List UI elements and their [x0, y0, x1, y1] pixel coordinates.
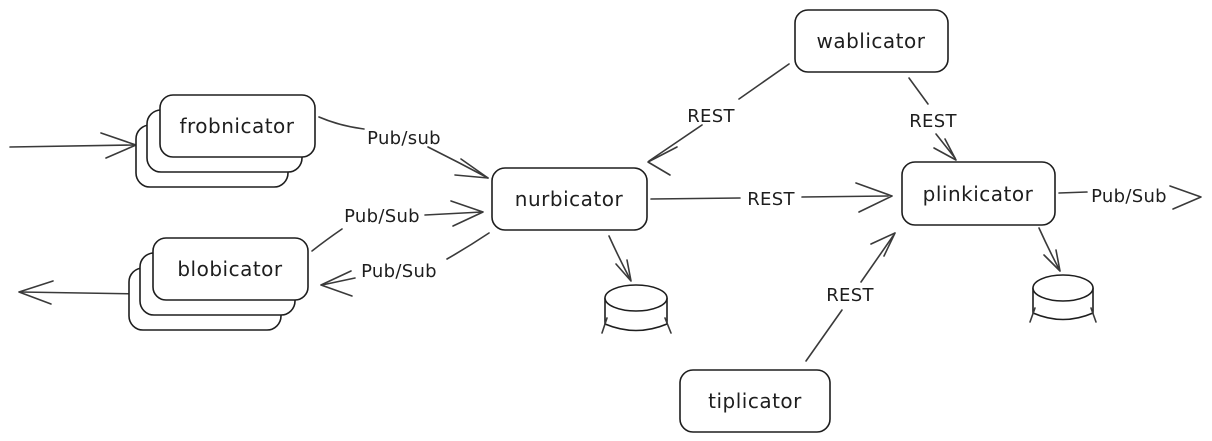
edge-label-rest: REST [687, 106, 735, 127]
arrowhead-icon [1043, 249, 1061, 272]
edge-line [801, 195, 889, 198]
edge-line [648, 124, 703, 162]
edge-label-rest: REST [826, 285, 874, 306]
sketch-ticks [1029, 307, 1097, 323]
node-blobicator: blobicator [128, 237, 309, 331]
node-label: tiplicator [708, 389, 802, 413]
node-label: blobicator [177, 257, 283, 281]
edge-wablicator-to-nurbicator: REST [647, 63, 790, 176]
edge-label-pubsub: Pub/Sub [361, 261, 437, 282]
node-label: wablicator [817, 29, 926, 53]
cylinder-top [1032, 274, 1094, 302]
edge-line [650, 197, 741, 200]
cylinder-top [604, 284, 668, 312]
edge-label-pubsub: Pub/Sub [1091, 186, 1167, 207]
edge-frobnicator-to-nurbicator: Pub/sub [318, 116, 489, 179]
edge-plinkicator-outflow: Pub/Sub [1058, 185, 1202, 210]
edge-wablicator-to-plinkicator: REST [908, 77, 957, 161]
edge-nurbicator-to-plinkicator: REST [650, 182, 893, 213]
arrowhead-icon [933, 138, 957, 161]
edge-nurbicator-to-database [608, 235, 632, 282]
edge-line [738, 63, 790, 100]
arrowhead-right-icon [1169, 185, 1202, 210]
node-box [901, 161, 1056, 226]
arrowhead-icon [450, 200, 484, 227]
edge-line [19, 291, 144, 295]
edge-blobicator-outflow [18, 280, 144, 305]
node-box [679, 369, 831, 433]
arrowhead-icon [870, 232, 896, 257]
edge-line [935, 133, 956, 159]
node-wablicator: wablicator [794, 9, 949, 73]
arrowhead-icon [320, 270, 353, 297]
sketch-ticks [601, 317, 672, 334]
node-box [491, 167, 648, 231]
node-label: nurbicator [515, 187, 624, 211]
edge-line [860, 235, 894, 283]
node-box [152, 237, 309, 301]
edge-label-pubsub: Pub/sub [367, 128, 441, 149]
edge-plinkicator-to-database [1038, 227, 1061, 272]
edge-line [805, 309, 843, 362]
node-nurbicator: nurbicator [491, 167, 648, 231]
edge-nurbicator-to-blobicator: Pub/Sub [320, 232, 490, 297]
edge-line [1058, 191, 1088, 194]
node-label: frobnicator [179, 114, 294, 138]
edge-line [311, 228, 343, 252]
arrowhead-icon [647, 146, 678, 176]
edge-line [321, 277, 356, 286]
edge-label-rest: REST [909, 111, 957, 132]
arrowhead-icon [615, 259, 632, 282]
edge-line [9, 144, 136, 148]
node-plinkicator: plinkicator [901, 161, 1056, 226]
node-box [159, 94, 316, 158]
nurbicator-database-cylinder-icon [601, 284, 672, 334]
node-box [794, 9, 949, 73]
edge-line [318, 116, 365, 130]
arrowhead-right-icon [100, 132, 137, 159]
node-tiplicator: tiplicator [679, 369, 831, 433]
edge-line [424, 211, 483, 216]
node-label: plinkicator [923, 182, 1034, 206]
arrowhead-right-icon [855, 182, 893, 213]
edge-label-pubsub: Pub/Sub [344, 206, 420, 227]
arrowhead-icon [454, 158, 489, 179]
edge-tiplicator-to-plinkicator: REST [805, 232, 896, 362]
edge-inflow-to-frobnicator [9, 132, 137, 159]
edge-line [427, 146, 489, 179]
edge-line [1038, 227, 1060, 270]
edge-label-rest: REST [747, 189, 795, 210]
edge-blobicator-to-nurbicator: Pub/Sub [311, 200, 484, 252]
edge-line [608, 235, 631, 280]
plinkicator-database-cylinder-icon [1029, 274, 1097, 323]
node-frobnicator: frobnicator [135, 94, 316, 188]
arrowhead-left-icon [18, 280, 54, 305]
edge-line [446, 232, 490, 260]
edge-line [908, 77, 929, 105]
